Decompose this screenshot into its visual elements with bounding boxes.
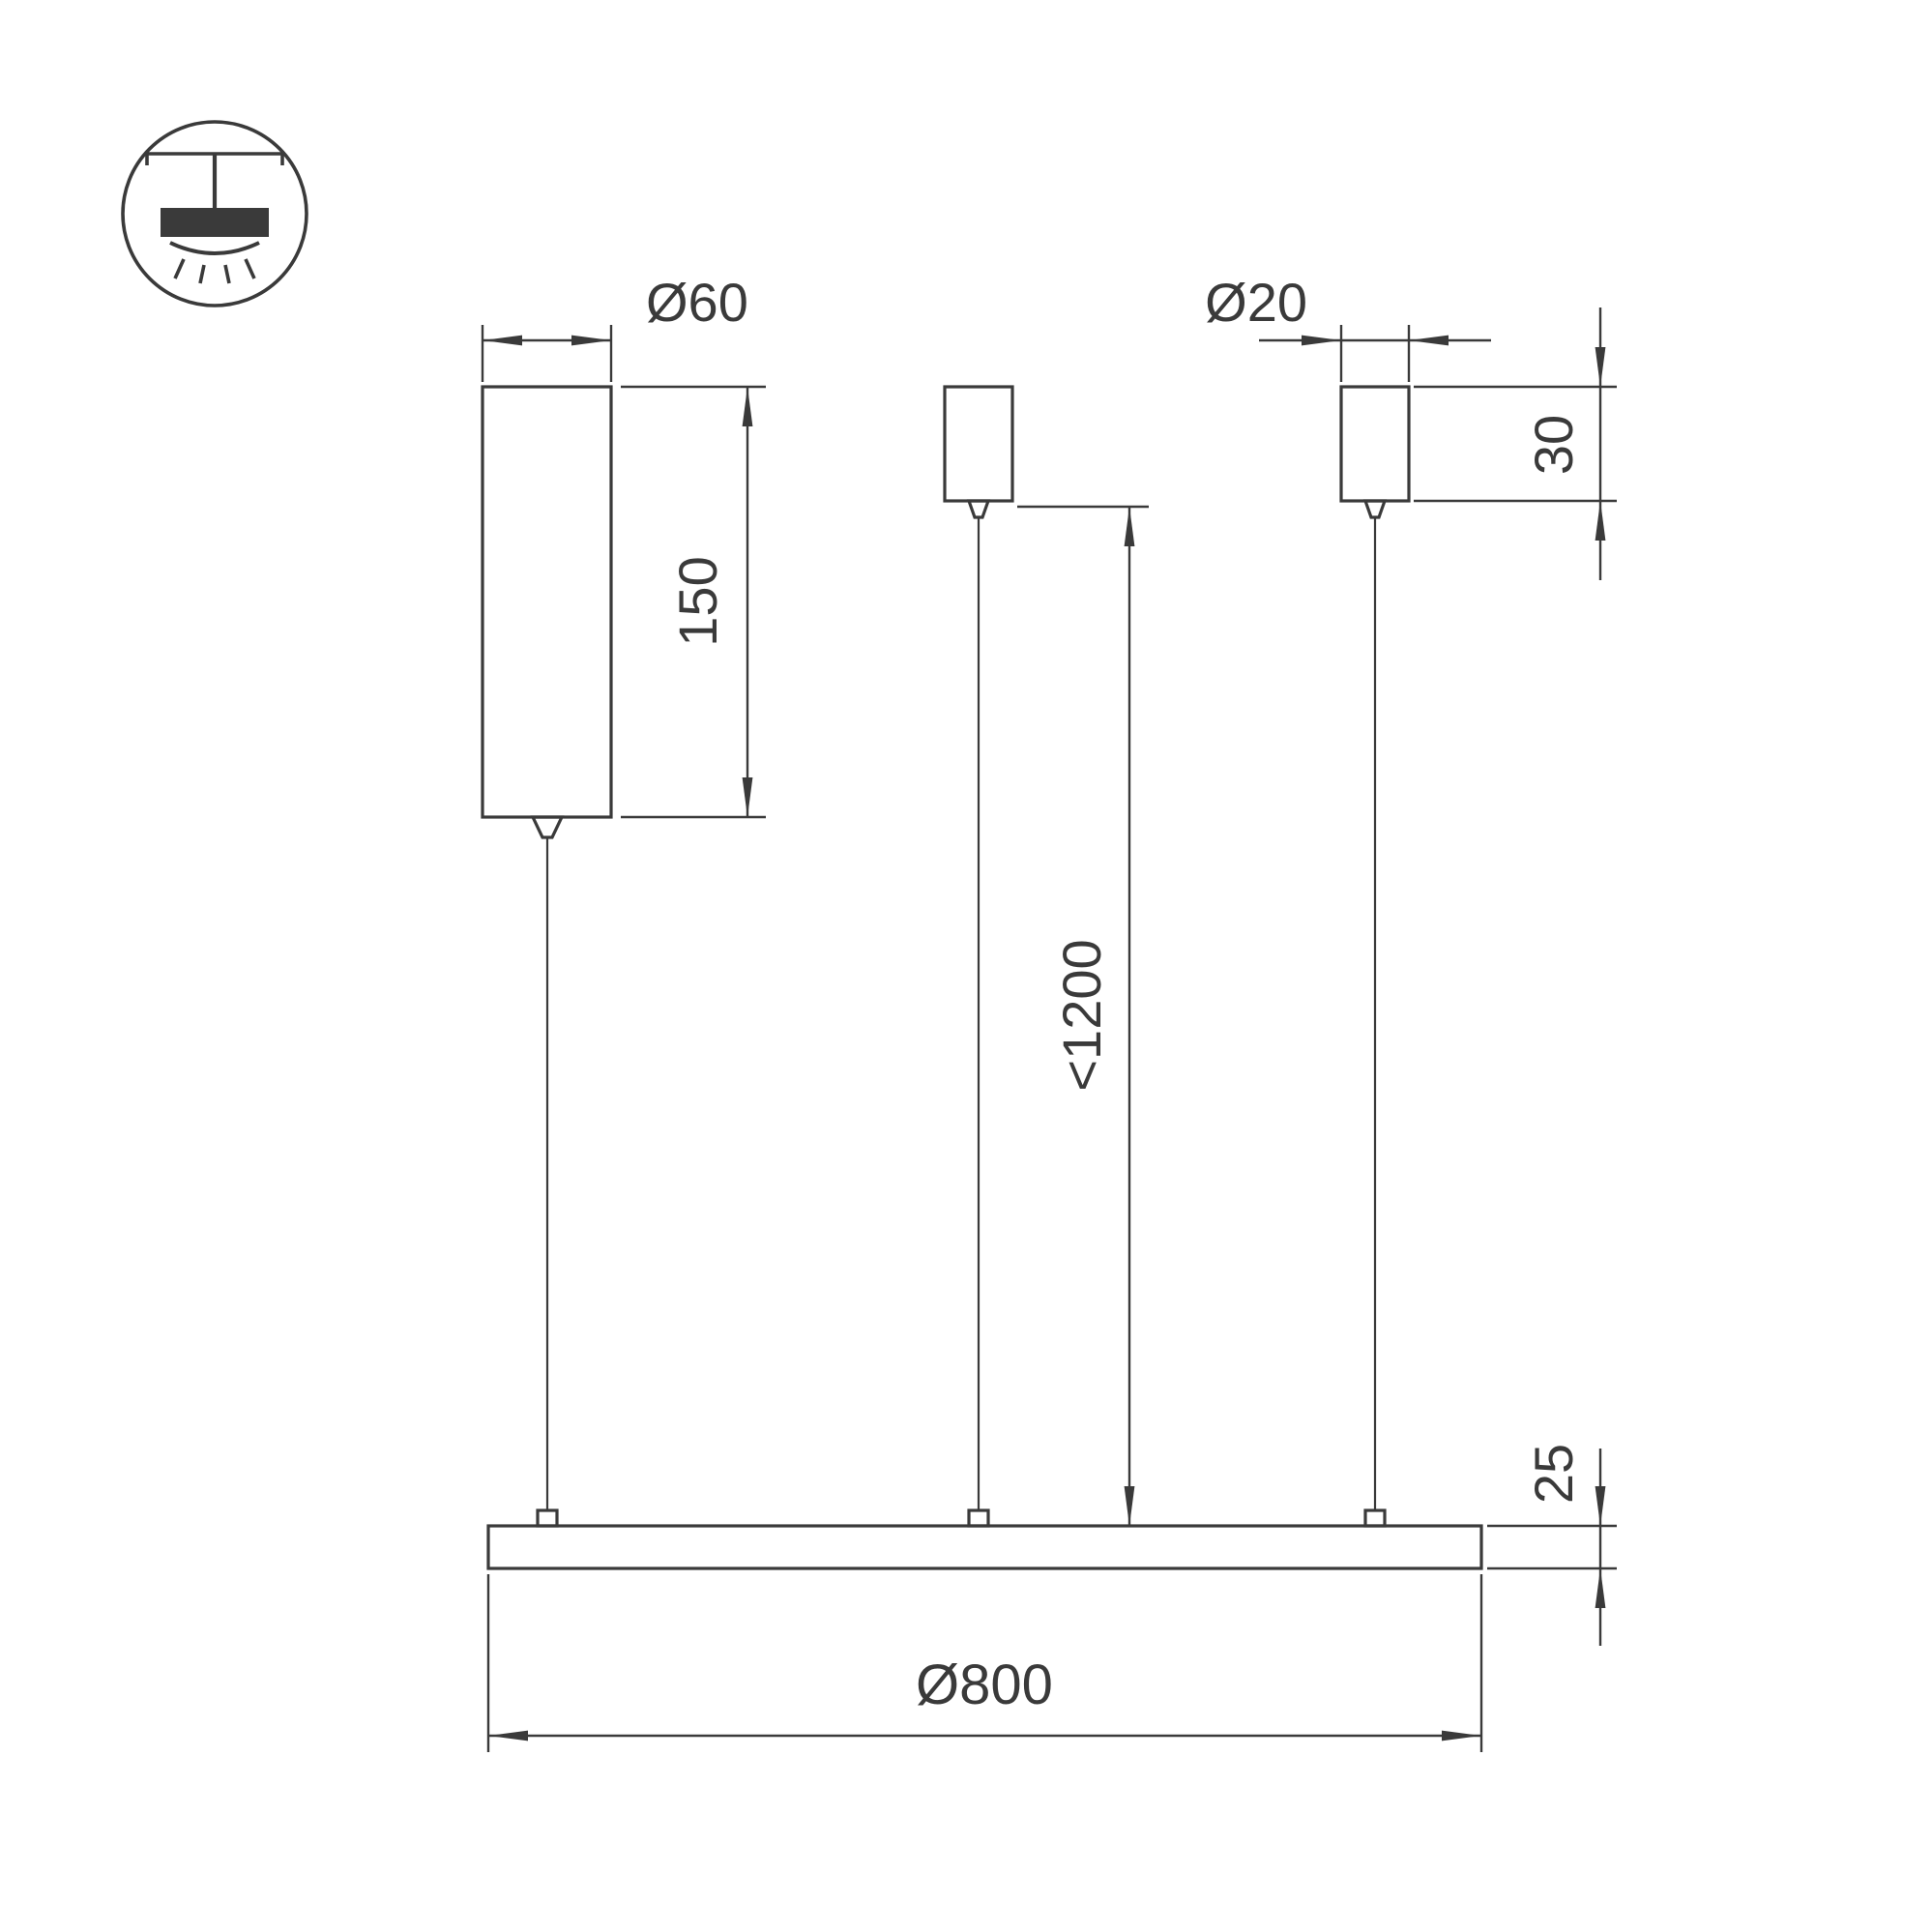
ring-thickness-label: 25	[1523, 1444, 1584, 1504]
light-ray-icon	[173, 258, 186, 279]
icon-circle	[121, 120, 308, 307]
middle-wire-connector	[967, 1508, 990, 1528]
right-grip-outline	[1339, 385, 1411, 503]
dim-ring-thickness	[1487, 1449, 1617, 1646]
dim-canopy-height	[621, 385, 766, 819]
middle-grip-taper	[966, 499, 991, 519]
light-ray-icon	[198, 264, 206, 284]
middle-grip-outline	[943, 385, 1014, 503]
right-wire-connector	[1363, 1508, 1387, 1528]
suspension-length-label: <1200	[1051, 939, 1112, 1091]
lamp-diffuser-arc	[169, 241, 260, 255]
canopy-outline	[481, 385, 613, 819]
dimension-lines	[481, 307, 1617, 1752]
dim-ring-diameter	[486, 1574, 1483, 1752]
dim-grip-diameter	[1259, 325, 1491, 382]
product-outlines	[481, 385, 1483, 1570]
canopy-height-label: 150	[667, 556, 728, 646]
canopy-diameter-label: Ø60	[646, 272, 748, 333]
dim-canopy-diameter	[481, 325, 613, 382]
lamp-ring-bar-outline	[486, 1524, 1483, 1570]
grip-diameter-label: Ø20	[1205, 272, 1307, 333]
ring-diameter-label: Ø800	[916, 1654, 1053, 1716]
left-wire-connector	[536, 1508, 559, 1528]
dimension-labels: Ø60 150 Ø20 30 <1200 25 Ø800	[646, 272, 1584, 1716]
lamp-shade	[161, 208, 269, 237]
dim-suspension-length	[1017, 505, 1149, 1526]
dim-grip-height	[1414, 307, 1617, 580]
canopy-wire-taper	[530, 815, 565, 839]
light-ray-icon	[244, 258, 256, 279]
mount-type-icon	[121, 120, 308, 307]
grip-height-label: 30	[1523, 415, 1584, 475]
light-ray-icon	[223, 264, 231, 284]
right-grip-taper	[1362, 499, 1388, 519]
